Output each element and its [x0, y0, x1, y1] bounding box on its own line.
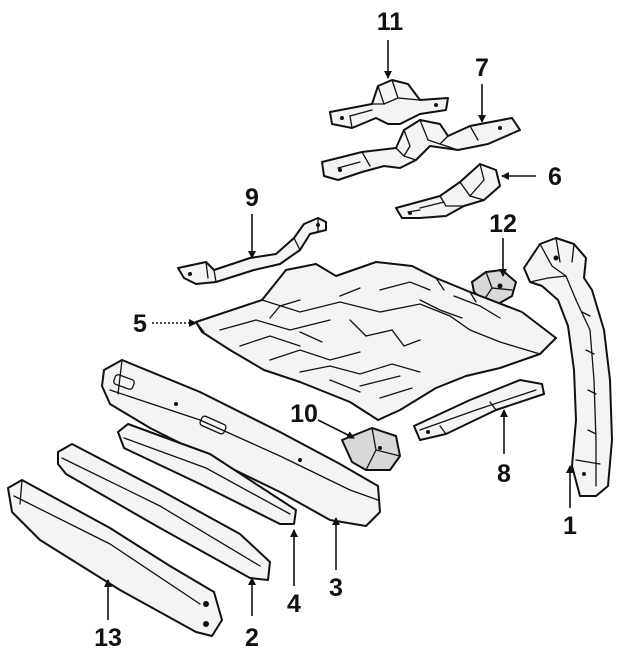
callout-6: 6 [548, 163, 562, 191]
part-4-inner-rocker [117, 423, 297, 525]
part-13-rocker-molding [7, 479, 223, 637]
callout-8: 8 [497, 460, 511, 488]
callout-2: 2 [245, 624, 259, 652]
callout-10: 10 [290, 400, 318, 428]
part-2-reinforcement [57, 443, 271, 581]
leader-lines [104, 40, 574, 620]
callout-12: 12 [489, 210, 517, 238]
callout-11: 11 [377, 8, 404, 36]
callout-13: 13 [94, 624, 122, 652]
callout-9: 9 [245, 184, 259, 212]
callout-1: 1 [563, 512, 577, 540]
callout-4: 4 [287, 590, 301, 618]
part-1-pillar [523, 237, 613, 497]
callout-3: 3 [329, 574, 343, 602]
part-5-floor-pan [195, 261, 557, 421]
part-10-reinforcement [341, 427, 401, 471]
part-6-bracket [395, 163, 501, 219]
part-7-crossmember [321, 117, 521, 181]
part-11-bracket [329, 79, 449, 129]
callout-7: 7 [475, 54, 489, 82]
callout-5: 5 [133, 310, 147, 338]
part-12-bracket [471, 269, 517, 305]
part-3-rocker-panel [101, 359, 381, 527]
part-8-extension [413, 379, 545, 441]
part-9-support-bar [177, 217, 327, 285]
